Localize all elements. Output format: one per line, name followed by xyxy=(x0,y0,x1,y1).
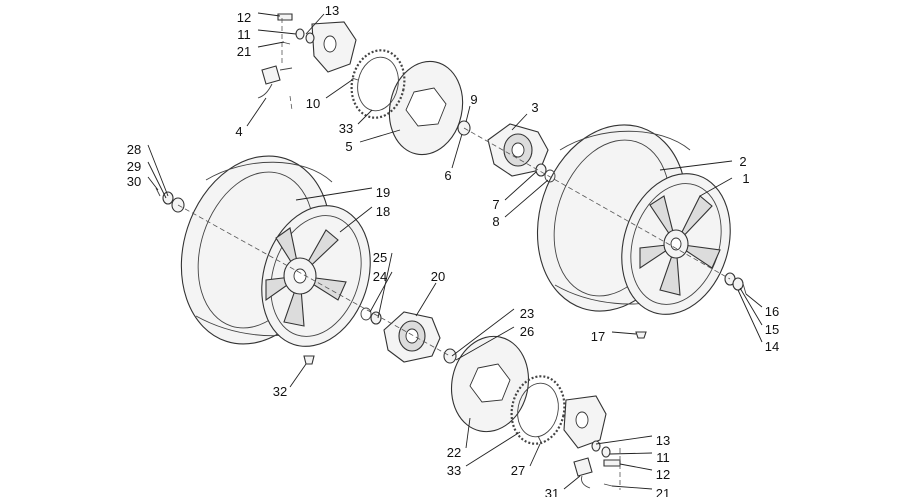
callout-c12b: 12 xyxy=(656,467,670,482)
rear-hub xyxy=(383,311,441,363)
front-rim xyxy=(621,173,731,315)
callout-c30: 30 xyxy=(127,174,141,189)
callout-c33b: 33 xyxy=(447,463,461,478)
callout-c17: 17 xyxy=(591,329,605,344)
callout-c2: 2 xyxy=(739,154,746,169)
callout-c24: 24 xyxy=(373,269,387,284)
callout-c26: 26 xyxy=(520,324,534,339)
callout-c3: 3 xyxy=(531,100,538,115)
callout-c12a: 12 xyxy=(237,10,251,25)
callout-c13a: 13 xyxy=(325,3,339,18)
rear-rim xyxy=(261,205,371,347)
callout-c7: 7 xyxy=(492,197,499,212)
callout-c33a: 33 xyxy=(339,121,353,136)
callout-c21b: 21 xyxy=(656,486,670,497)
leader-lines xyxy=(147,12,763,490)
callout-c4: 4 xyxy=(235,124,242,139)
callout-c21a: 21 xyxy=(237,44,251,59)
callout-c16: 16 xyxy=(765,304,779,319)
front-brake-disc xyxy=(388,60,464,156)
callout-c18: 18 xyxy=(376,204,390,219)
front-hub xyxy=(487,123,549,177)
callout-c1: 1 xyxy=(742,171,749,186)
callout-c28: 28 xyxy=(127,142,141,157)
callout-c5: 5 xyxy=(345,139,352,154)
callout-c11b: 11 xyxy=(656,450,670,465)
callout-c32: 32 xyxy=(273,384,287,399)
callout-c11a: 11 xyxy=(237,27,251,42)
callout-c13b: 13 xyxy=(656,433,670,448)
callout-c29: 29 xyxy=(127,159,141,174)
callout-c10: 10 xyxy=(306,96,320,111)
front-abs-ring xyxy=(350,49,406,119)
callout-c9: 9 xyxy=(470,92,477,107)
callout-c14: 14 xyxy=(765,339,779,354)
front-sensor xyxy=(257,65,293,99)
callout-c23: 23 xyxy=(520,306,534,321)
assembly-axes xyxy=(177,18,731,490)
callout-c27: 27 xyxy=(511,463,525,478)
callout-c20: 20 xyxy=(431,269,445,284)
callout-c6: 6 xyxy=(444,168,451,183)
rear-sensor xyxy=(573,457,593,489)
callout-c31: 31 xyxy=(545,486,559,497)
callout-c25: 25 xyxy=(373,250,387,265)
callout-c15: 15 xyxy=(765,322,779,337)
callout-c19: 19 xyxy=(376,185,390,200)
callout-c8: 8 xyxy=(492,214,499,229)
rear-caliper xyxy=(537,395,621,487)
rear-brake-disc xyxy=(450,335,530,433)
callout-c22: 22 xyxy=(447,445,461,460)
rear-abs-ring xyxy=(510,375,566,445)
front-caliper xyxy=(277,13,359,81)
